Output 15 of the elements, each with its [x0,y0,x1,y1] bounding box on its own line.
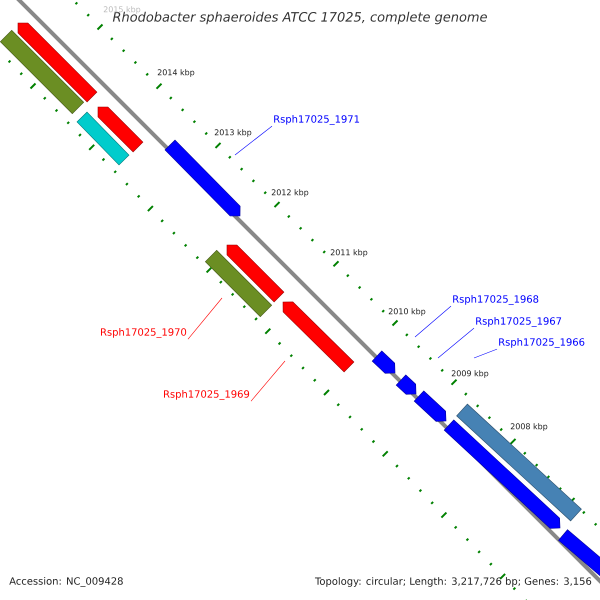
leader-line [188,298,222,340]
genome-info-text: Topology: circular; Length: 3,217,726 bp; Genes: 3,156 [314,577,592,587]
leader-line [438,328,474,358]
leader-line [234,126,272,156]
leader-line [474,348,498,358]
gene-label: Rsph17025_1967 [476,317,562,327]
leader-line [250,360,286,402]
leader-line [414,306,452,338]
gene-label: Rsph17025_1971 [274,115,360,125]
title: Rhodobacter sphaeroides ATCC 17025, complete genome [112,12,487,24]
gene-label: Rsph17025_1966 [499,338,584,348]
gene-label: Rsph17025_1970 [101,328,186,338]
accession-text: Accession: NC_009428 [9,577,123,587]
gene-label: Rsph17025_1969 [164,390,250,400]
gene-label: Rsph17025_1968 [453,295,538,305]
